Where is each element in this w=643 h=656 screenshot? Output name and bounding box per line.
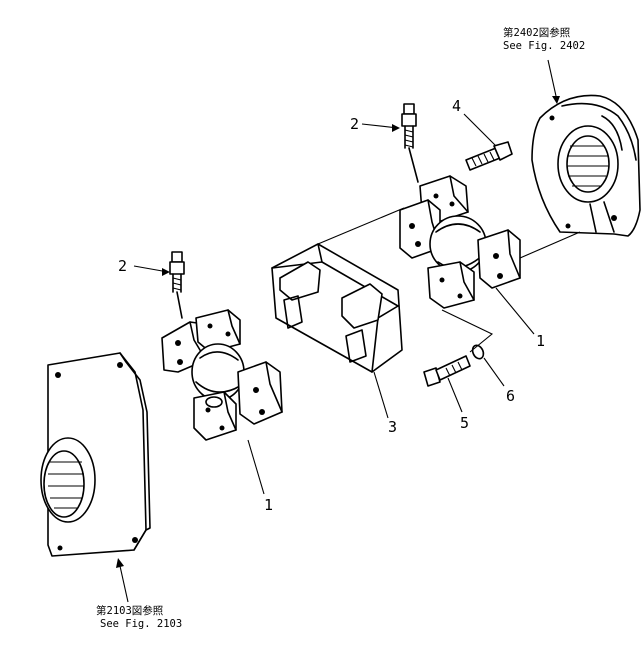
grease-nipple-right [401,103,419,183]
callout-3: 3 [388,418,397,436]
callout-6: 6 [506,387,515,405]
ref-top-en: See Fig. 2402 [503,40,585,52]
callout-4: 4 [452,97,461,115]
universal-joint-right [399,175,521,309]
leader-lines [116,59,581,603]
ref-top-jp: 第2402図参照 [503,26,571,39]
left-flange-housing [40,352,151,557]
right-flange-housing [531,94,641,237]
callout-2-left: 2 [118,257,127,275]
ref-bottom-jp: 第2103図参照 [96,604,164,617]
callout-1-left: 1 [264,496,273,514]
washer-part-6 [471,344,485,360]
grease-nipple-left [169,251,185,319]
center-spacer-block [271,243,403,373]
bolt-part-5 [423,355,471,387]
callout-2-right: 2 [350,115,359,133]
callout-1-right: 1 [536,332,545,350]
callout-5: 5 [460,414,469,432]
bolt-part-4 [465,141,513,171]
ref-bottom-en: See Fig. 2103 [100,618,182,630]
universal-joint-left [161,309,283,441]
